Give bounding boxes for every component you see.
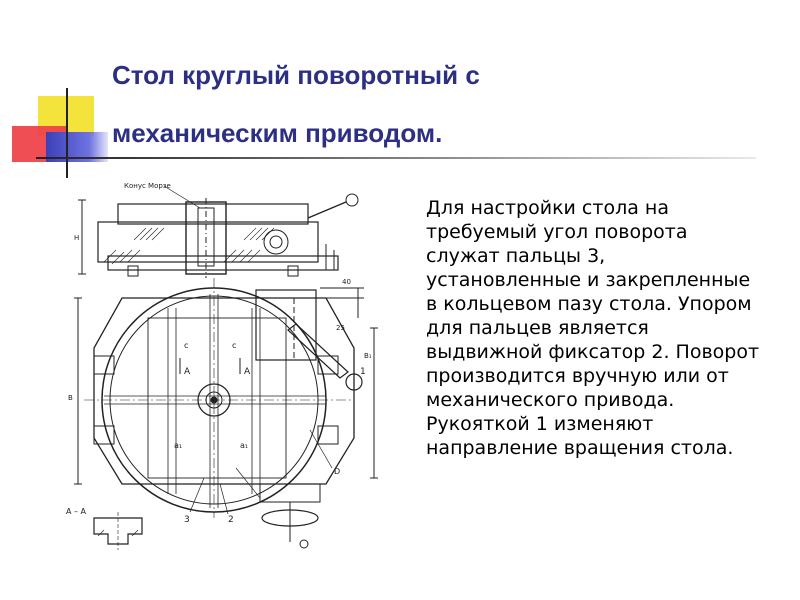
slide-title: Стол круглый поворотный с механическим п…	[112, 46, 480, 162]
label-a1-right: a₁	[240, 441, 248, 450]
title-underline	[36, 157, 756, 159]
label-B1: B₁	[364, 352, 372, 360]
section-view	[78, 193, 359, 278]
label-part-3: 3	[184, 515, 190, 525]
label-B: B	[68, 394, 73, 402]
slide-title-line-1: Стол круглый поворотный с	[112, 60, 480, 90]
label-D: D	[334, 467, 340, 476]
slide-title-line-2: механическим приводом.	[112, 118, 443, 148]
label-c-right: c	[232, 341, 236, 350]
label-A-left: A	[184, 367, 191, 377]
label-a1-left: a₁	[174, 441, 182, 450]
decor-vertical-line	[66, 88, 68, 178]
rotary-table-drawing: Конус Морзе H	[66, 182, 378, 550]
label-A-right: A	[244, 367, 251, 377]
label-25: 25	[336, 324, 345, 332]
section-A-A-detail	[93, 512, 143, 550]
slide-body-text: Для настройки стола на требуемый угол по…	[426, 197, 760, 459]
label-morse-taper: Конус Морзе	[124, 182, 171, 190]
label-part-1: 1	[360, 367, 366, 377]
plan-view	[74, 278, 378, 549]
label-section-A-A: А – А	[66, 507, 87, 516]
label-c-left: c	[184, 341, 188, 350]
label-part-2: 2	[228, 515, 234, 525]
label-40: 40	[342, 278, 351, 286]
label-height-H: H	[74, 234, 79, 242]
